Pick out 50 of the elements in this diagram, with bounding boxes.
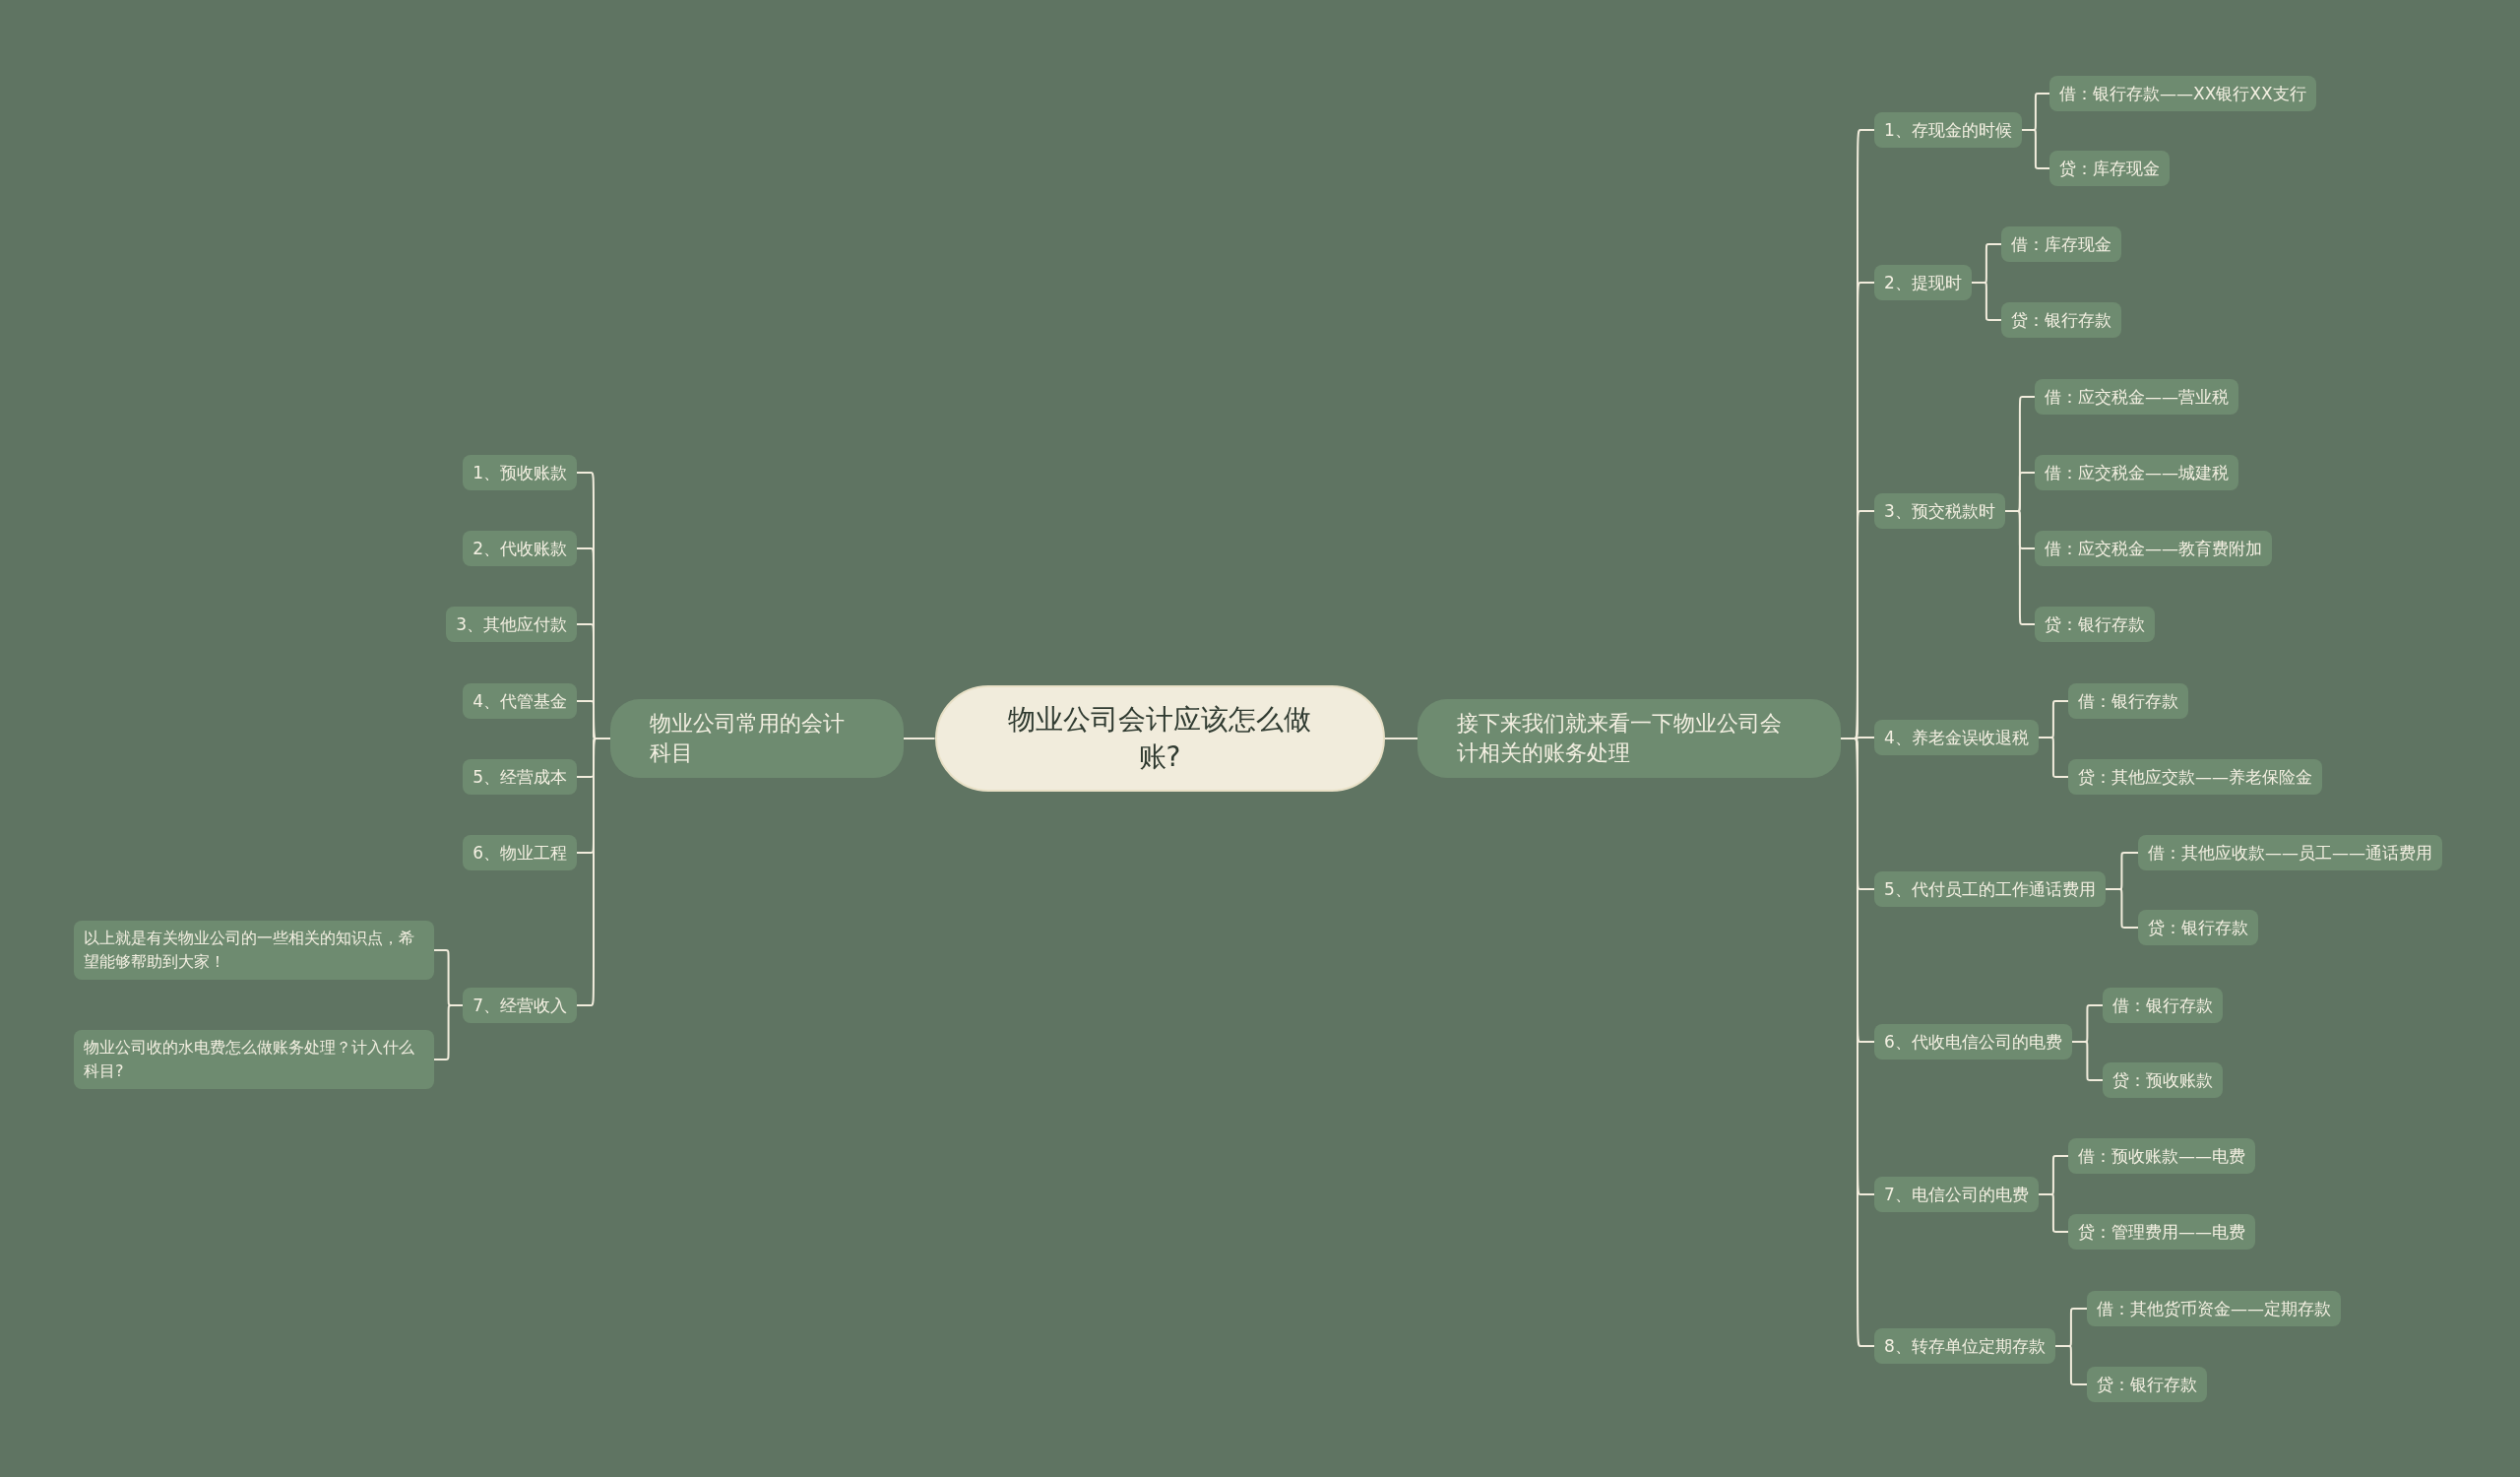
central-topic: 物业公司会计应该怎么做账? [934,685,1385,792]
topic-box: 5、代付员工的工作通话费用 [1874,871,2106,907]
connector-line [1383,738,1418,739]
topic-box: 贷：库存现金 [2049,151,2170,186]
topic-box: 3、其他应付款 [446,607,577,642]
connector-line [433,1004,465,1060]
topic-box: 2、代收账款 [463,531,577,566]
topic-box: 借：银行存款——XX银行XX支行 [2049,76,2316,111]
topic-box: 借：应交税金——营业税 [2035,379,2238,415]
topic-box: 1、预收账款 [463,455,577,490]
topic-box: 贷：银行存款 [2035,607,2155,642]
topic-box: 借：预收账款——电费 [2068,1138,2255,1174]
topic-box: 3、预交税款时 [1874,493,2005,529]
topic-box: 借：银行存款 [2068,683,2188,719]
topic-box: 借：其他应收款——员工——通话费用 [2138,835,2442,870]
topic-box: 贷：管理费用——电费 [2068,1214,2255,1250]
topic-box: 4、代管基金 [463,683,577,719]
connector-line [2020,129,2050,169]
connector-line [2070,1041,2104,1081]
topic-box: 8、转存单位定期存款 [1874,1328,2055,1364]
topic-box: 贷：银行存款 [2087,1367,2207,1402]
topic-box: 6、物业工程 [463,835,577,870]
connector-line [2053,1345,2088,1385]
connector-line [903,738,936,739]
connector-line [2037,737,2069,778]
topic-box: 1、存现金的时候 [1874,112,2022,148]
topic-box: 7、经营收入 [463,988,577,1023]
branch-topic: 物业公司常用的会计科目 [610,699,904,778]
topic-box: 借：应交税金——教育费附加 [2035,531,2272,566]
topic-box: 7、电信公司的电费 [1874,1177,2039,1212]
topic-box: 6、代收电信公司的电费 [1874,1024,2072,1060]
topic-box: 5、经营成本 [463,759,577,795]
connector-line [576,738,611,1006]
branch-topic: 接下来我们就来看一下物业公司会计相关的账务处理 [1418,699,1841,778]
topic-box: 2、提现时 [1874,265,1972,300]
topic-box: 4、养老金误收退税 [1874,720,2039,755]
topic-box: 贷：银行存款 [2001,302,2121,338]
topic-box: 贷：其他应交款——养老保险金 [2068,759,2322,795]
note-box: 以上就是有关物业公司的一些相关的知识点，希望能够帮助到大家！ [74,921,434,980]
note-box: 物业公司收的水电费怎么做账务处理？计入什么科目? [74,1030,434,1089]
topic-box: 借：库存现金 [2001,226,2121,262]
topic-box: 贷：预收账款 [2103,1062,2223,1098]
topic-box: 贷：银行存款 [2138,910,2258,945]
topic-box: 借：应交税金——城建税 [2035,455,2238,490]
connector-line [2003,510,2036,625]
connector-line [2037,1193,2069,1233]
connector-line [1970,282,2002,321]
topic-box: 借：其他货币资金——定期存款 [2087,1291,2341,1326]
connector-line [2104,888,2139,929]
topic-box: 借：银行存款 [2103,988,2223,1023]
